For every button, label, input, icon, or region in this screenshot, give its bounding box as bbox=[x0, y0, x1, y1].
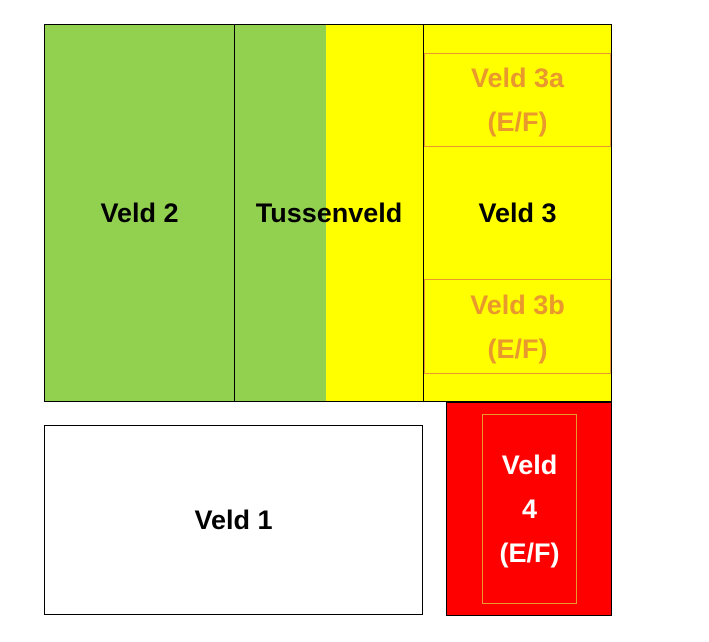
field-veld-3b: Veld 3b (E/F) bbox=[424, 279, 611, 374]
field-tussenveld-green-part bbox=[234, 24, 327, 402]
field-veld-3a-label: Veld 3a (E/F) bbox=[470, 63, 565, 137]
field-veld-4-label: Veld 4 (E/F) bbox=[499, 450, 560, 568]
field-tussenveld-yellow-part bbox=[326, 24, 424, 402]
field-veld-3a: Veld 3a (E/F) bbox=[424, 53, 611, 147]
field-veld-3-label: Veld 3 bbox=[478, 198, 557, 228]
field-tussenveld-label: Tussenveld bbox=[255, 198, 403, 228]
field-veld-4: Veld 4 (E/F) bbox=[482, 414, 577, 604]
field-veld-1: Veld 1 bbox=[44, 425, 423, 615]
field-tussenveld: Tussenveld bbox=[234, 24, 424, 402]
field-veld-1-label: Veld 1 bbox=[194, 505, 273, 535]
field-veld-2-label: Veld 2 bbox=[100, 198, 179, 228]
field-veld-2: Veld 2 bbox=[44, 24, 235, 402]
field-veld-3b-label: Veld 3b (E/F) bbox=[470, 289, 565, 364]
